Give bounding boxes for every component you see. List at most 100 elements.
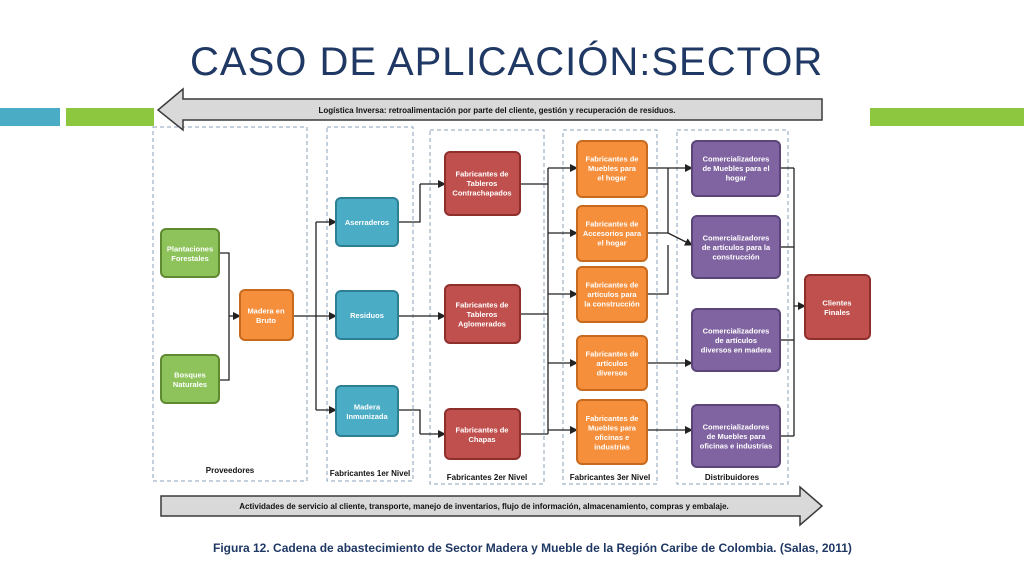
node-label-line: Clientes: [822, 298, 851, 307]
node-label-line: Plantaciones: [167, 244, 213, 253]
column-nivel2-frame: [429, 129, 545, 485]
column-distribuidores-frame: [676, 129, 789, 485]
node-label: Residuos: [350, 311, 384, 320]
node-label-line: Fabricantes de: [456, 170, 509, 179]
node-label-line: Comercializadores: [703, 234, 770, 243]
node-label-line: de artículos para la: [702, 243, 771, 252]
node-label-line: Fabricantes de: [456, 301, 509, 310]
node-label-line: Muebles para: [588, 164, 637, 173]
node-label-line: Bosques: [174, 370, 206, 379]
node-label-line: hogar: [726, 174, 747, 183]
column-label-nivel2: Fabricantes 2er Nivel: [447, 473, 527, 482]
node-label-line: la construcción: [584, 300, 640, 309]
page-title: CASO DE APLICACIÓN:SECTOR: [190, 40, 824, 84]
node-label-line: artículos: [596, 359, 627, 368]
node-label: Aserraderos: [345, 218, 389, 227]
node-label-line: diversos: [597, 369, 628, 378]
node-label-line: Tableros: [467, 310, 498, 319]
node-label-line: Inmunizada: [346, 412, 388, 421]
node-label-line: Forestales: [171, 254, 209, 263]
connectors: [219, 164, 806, 438]
node-label-line: Fabricantes de: [586, 350, 639, 359]
figure-caption-text: Cadena de abastecimiento de Sector Mader…: [269, 541, 852, 555]
node-label-line: de Muebles para el: [702, 164, 769, 173]
node-label-line: Chapas: [468, 435, 495, 444]
node-label-line: artículos para: [587, 290, 637, 299]
node-label-line: de Muebles para: [707, 432, 767, 441]
node-label-line: Fabricantes de: [586, 155, 639, 164]
accent-bar-left-blue: [0, 108, 60, 126]
node-label-line: Contrachapados: [452, 189, 511, 198]
node-label-line: Tableros: [467, 179, 498, 188]
column-nivel1-frame: [326, 126, 414, 482]
column-label-nivel1: Fabricantes 1er Nivel: [330, 469, 410, 478]
accent-bar-right-green: [870, 108, 1024, 126]
node-label-line: Fabricantes de: [586, 220, 639, 229]
node-label-line: Comercializadores: [703, 155, 770, 164]
node-label-line: el hogar: [597, 239, 626, 248]
node-label-line: el hogar: [597, 174, 626, 183]
figure-label: Figura 12.: [213, 541, 270, 555]
node-label-line: Accesorios para: [583, 229, 642, 238]
node-label-line: diversos en madera: [701, 346, 772, 355]
node-label-line: de artículos: [715, 336, 757, 345]
node-label-line: Fabricantes de: [586, 281, 639, 290]
node-label-line: Naturales: [173, 380, 207, 389]
node-aserraderos: Aserraderos: [335, 197, 399, 247]
node-label-line: Comercializadores: [703, 423, 770, 432]
node-label-line: Bruto: [256, 316, 276, 325]
service-activities-arrow: Actividades de servicio al cliente, tran…: [160, 485, 824, 527]
figure-caption: Figura 12. Cadena de abastecimiento de S…: [213, 541, 852, 555]
node-label-line: construcción: [712, 253, 760, 262]
column-label-distribuidores: Distribuidores: [705, 473, 760, 482]
reverse-logistics-text: Logística Inversa: retroalimentación por…: [319, 106, 676, 115]
node-label-line: Comercializadores: [703, 327, 770, 336]
node-label-line: Madera: [354, 402, 381, 411]
service-activities-text: Actividades de servicio al cliente, tran…: [239, 502, 729, 511]
node-label-line: Fabricantes de: [456, 425, 509, 434]
node-label-line: Aglomerados: [458, 320, 506, 329]
column-proveedores-frame: [152, 126, 308, 482]
node-label-line: oficinas e industrias: [700, 442, 773, 451]
node-residuos: Residuos: [335, 290, 399, 340]
column-label-nivel3: Fabricantes 3er Nivel: [570, 473, 650, 482]
node-label-line: oficinas e: [595, 433, 630, 442]
node-label-line: Madera en: [247, 306, 285, 315]
accent-bar-left-green: [66, 108, 154, 126]
node-label-line: Aserraderos: [345, 218, 389, 227]
node-label-line: Fabricantes de: [586, 414, 639, 423]
